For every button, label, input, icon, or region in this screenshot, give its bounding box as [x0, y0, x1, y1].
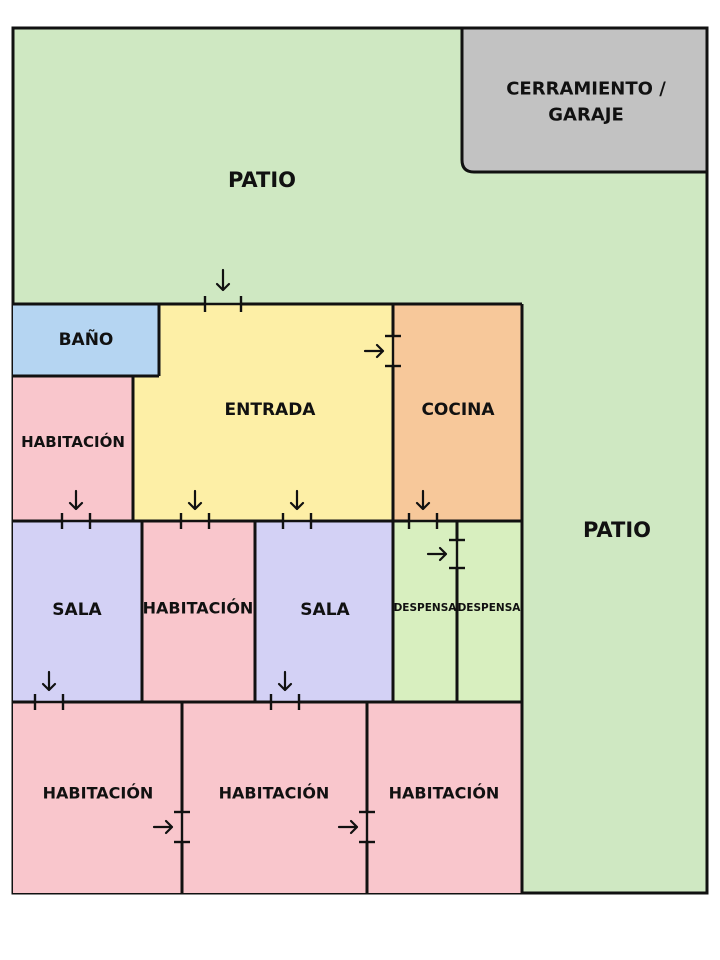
arrow-down-icon — [187, 489, 203, 511]
living-left-label: SALA — [52, 600, 102, 620]
door-bedroom-bottom-middle — [269, 670, 301, 710]
garage-label-line1: CERRAMIENTO / — [506, 79, 666, 100]
entrance-room — [133, 304, 393, 521]
pantry-1-label: DESPENSA — [394, 602, 458, 614]
arrow-down-icon — [277, 670, 293, 692]
patio-right-label: PATIO — [583, 518, 651, 542]
living-left-room — [13, 521, 142, 702]
living-middle-label: SALA — [300, 600, 350, 620]
door-bedroom-left — [60, 489, 92, 529]
walls — [13, 302, 524, 893]
garage-label-line2: GARAJE — [548, 105, 624, 126]
door-bedroom-bottom-left — [33, 670, 65, 710]
door-bottom-left-middle — [152, 810, 190, 844]
bathroom-label: BAÑO — [59, 327, 114, 350]
door-entrance-top — [203, 268, 243, 312]
bedroom-middle-label: HABITACIÓN — [143, 599, 254, 618]
bedroom-middle-room — [142, 521, 255, 702]
bedroom-left-room — [13, 376, 133, 521]
bedroom-bottom-middle-label: HABITACIÓN — [219, 784, 330, 803]
bedroom-left-label: HABITACIÓN — [21, 432, 125, 451]
pantry-1-room — [393, 521, 457, 702]
patio-top-label: PATIO — [228, 168, 296, 192]
arrow-right-icon — [426, 546, 448, 562]
door-kitchen — [363, 334, 401, 368]
bedroom-bottom-left-room — [13, 702, 182, 893]
arrow-down-icon — [68, 489, 84, 511]
arrow-right-icon — [337, 819, 359, 835]
bedroom-bottom-middle-room — [182, 702, 367, 893]
living-middle-room — [255, 521, 393, 702]
arrow-right-icon — [363, 343, 385, 359]
arrow-down-icon — [289, 489, 305, 511]
door-pantry-1 — [407, 489, 439, 529]
bathroom-room — [13, 304, 159, 376]
bedroom-bottom-right-room — [367, 702, 522, 893]
door-bedroom-middle — [179, 489, 211, 529]
entrance-label: ENTRADA — [225, 400, 317, 420]
door-bottom-middle-right — [337, 810, 375, 844]
door-living-middle — [281, 489, 313, 529]
garage-room — [460, 26, 709, 174]
arrow-down-icon — [415, 489, 431, 511]
arrow-down-icon — [41, 670, 57, 692]
door-pantry-2 — [426, 538, 465, 570]
kitchen-label: COCINA — [421, 400, 495, 420]
arrow-down-icon — [215, 268, 231, 292]
pantry-2-label: DESPENSA — [458, 602, 522, 614]
bedroom-bottom-left-label: HABITACIÓN — [43, 784, 154, 803]
pantry-2-room — [457, 521, 522, 702]
bedroom-bottom-right-label: HABITACIÓN — [389, 784, 500, 803]
arrow-right-icon — [152, 819, 174, 835]
kitchen-room — [393, 304, 522, 521]
